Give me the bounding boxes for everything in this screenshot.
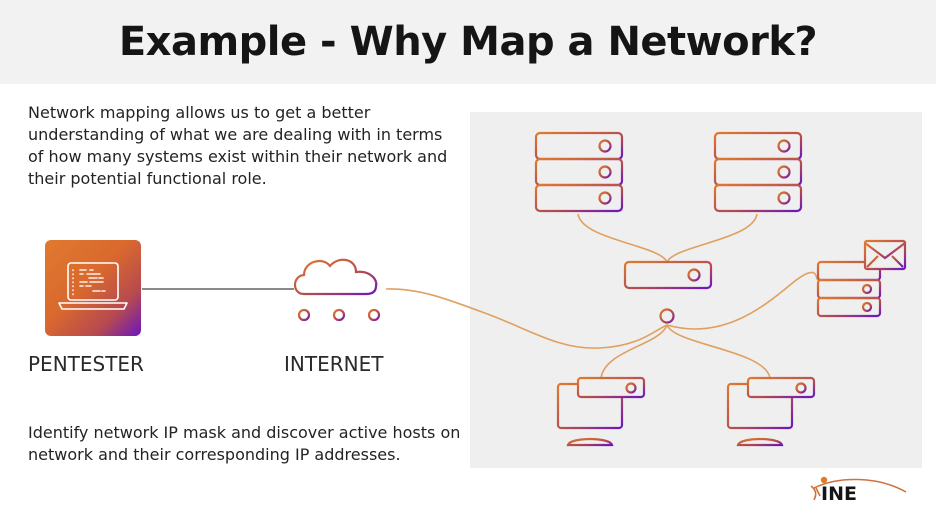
slide-title: Example - Why Map a Network?	[118, 19, 818, 65]
internet-label: INTERNET	[284, 352, 384, 376]
logo-text: INE	[821, 483, 857, 504]
link-server-right	[666, 213, 758, 263]
title-bar: Example - Why Map a Network?	[0, 0, 936, 84]
workstation-left	[556, 376, 646, 447]
laptop-icon	[58, 262, 128, 310]
link-mail-server	[666, 271, 819, 330]
link-workstation-right	[666, 324, 771, 379]
intro-paragraph: Network mapping allows us to get a bette…	[28, 103, 448, 188]
mail-server-icon	[816, 239, 907, 318]
link-server-left	[577, 213, 668, 263]
bottom-paragraph: Identify network IP mask and discover ac…	[28, 423, 461, 464]
server-rack-right	[713, 131, 803, 213]
link-internet-switch	[385, 288, 668, 349]
link-workstation-left	[600, 324, 668, 379]
server-rack-left	[534, 131, 624, 213]
pentester-label: PENTESTER	[28, 352, 144, 376]
pentester-node	[45, 240, 141, 336]
ine-logo: INE	[808, 474, 908, 509]
network-switch-icon	[623, 260, 713, 324]
workstation-right	[726, 376, 816, 447]
cloud-network-icon	[293, 258, 381, 322]
